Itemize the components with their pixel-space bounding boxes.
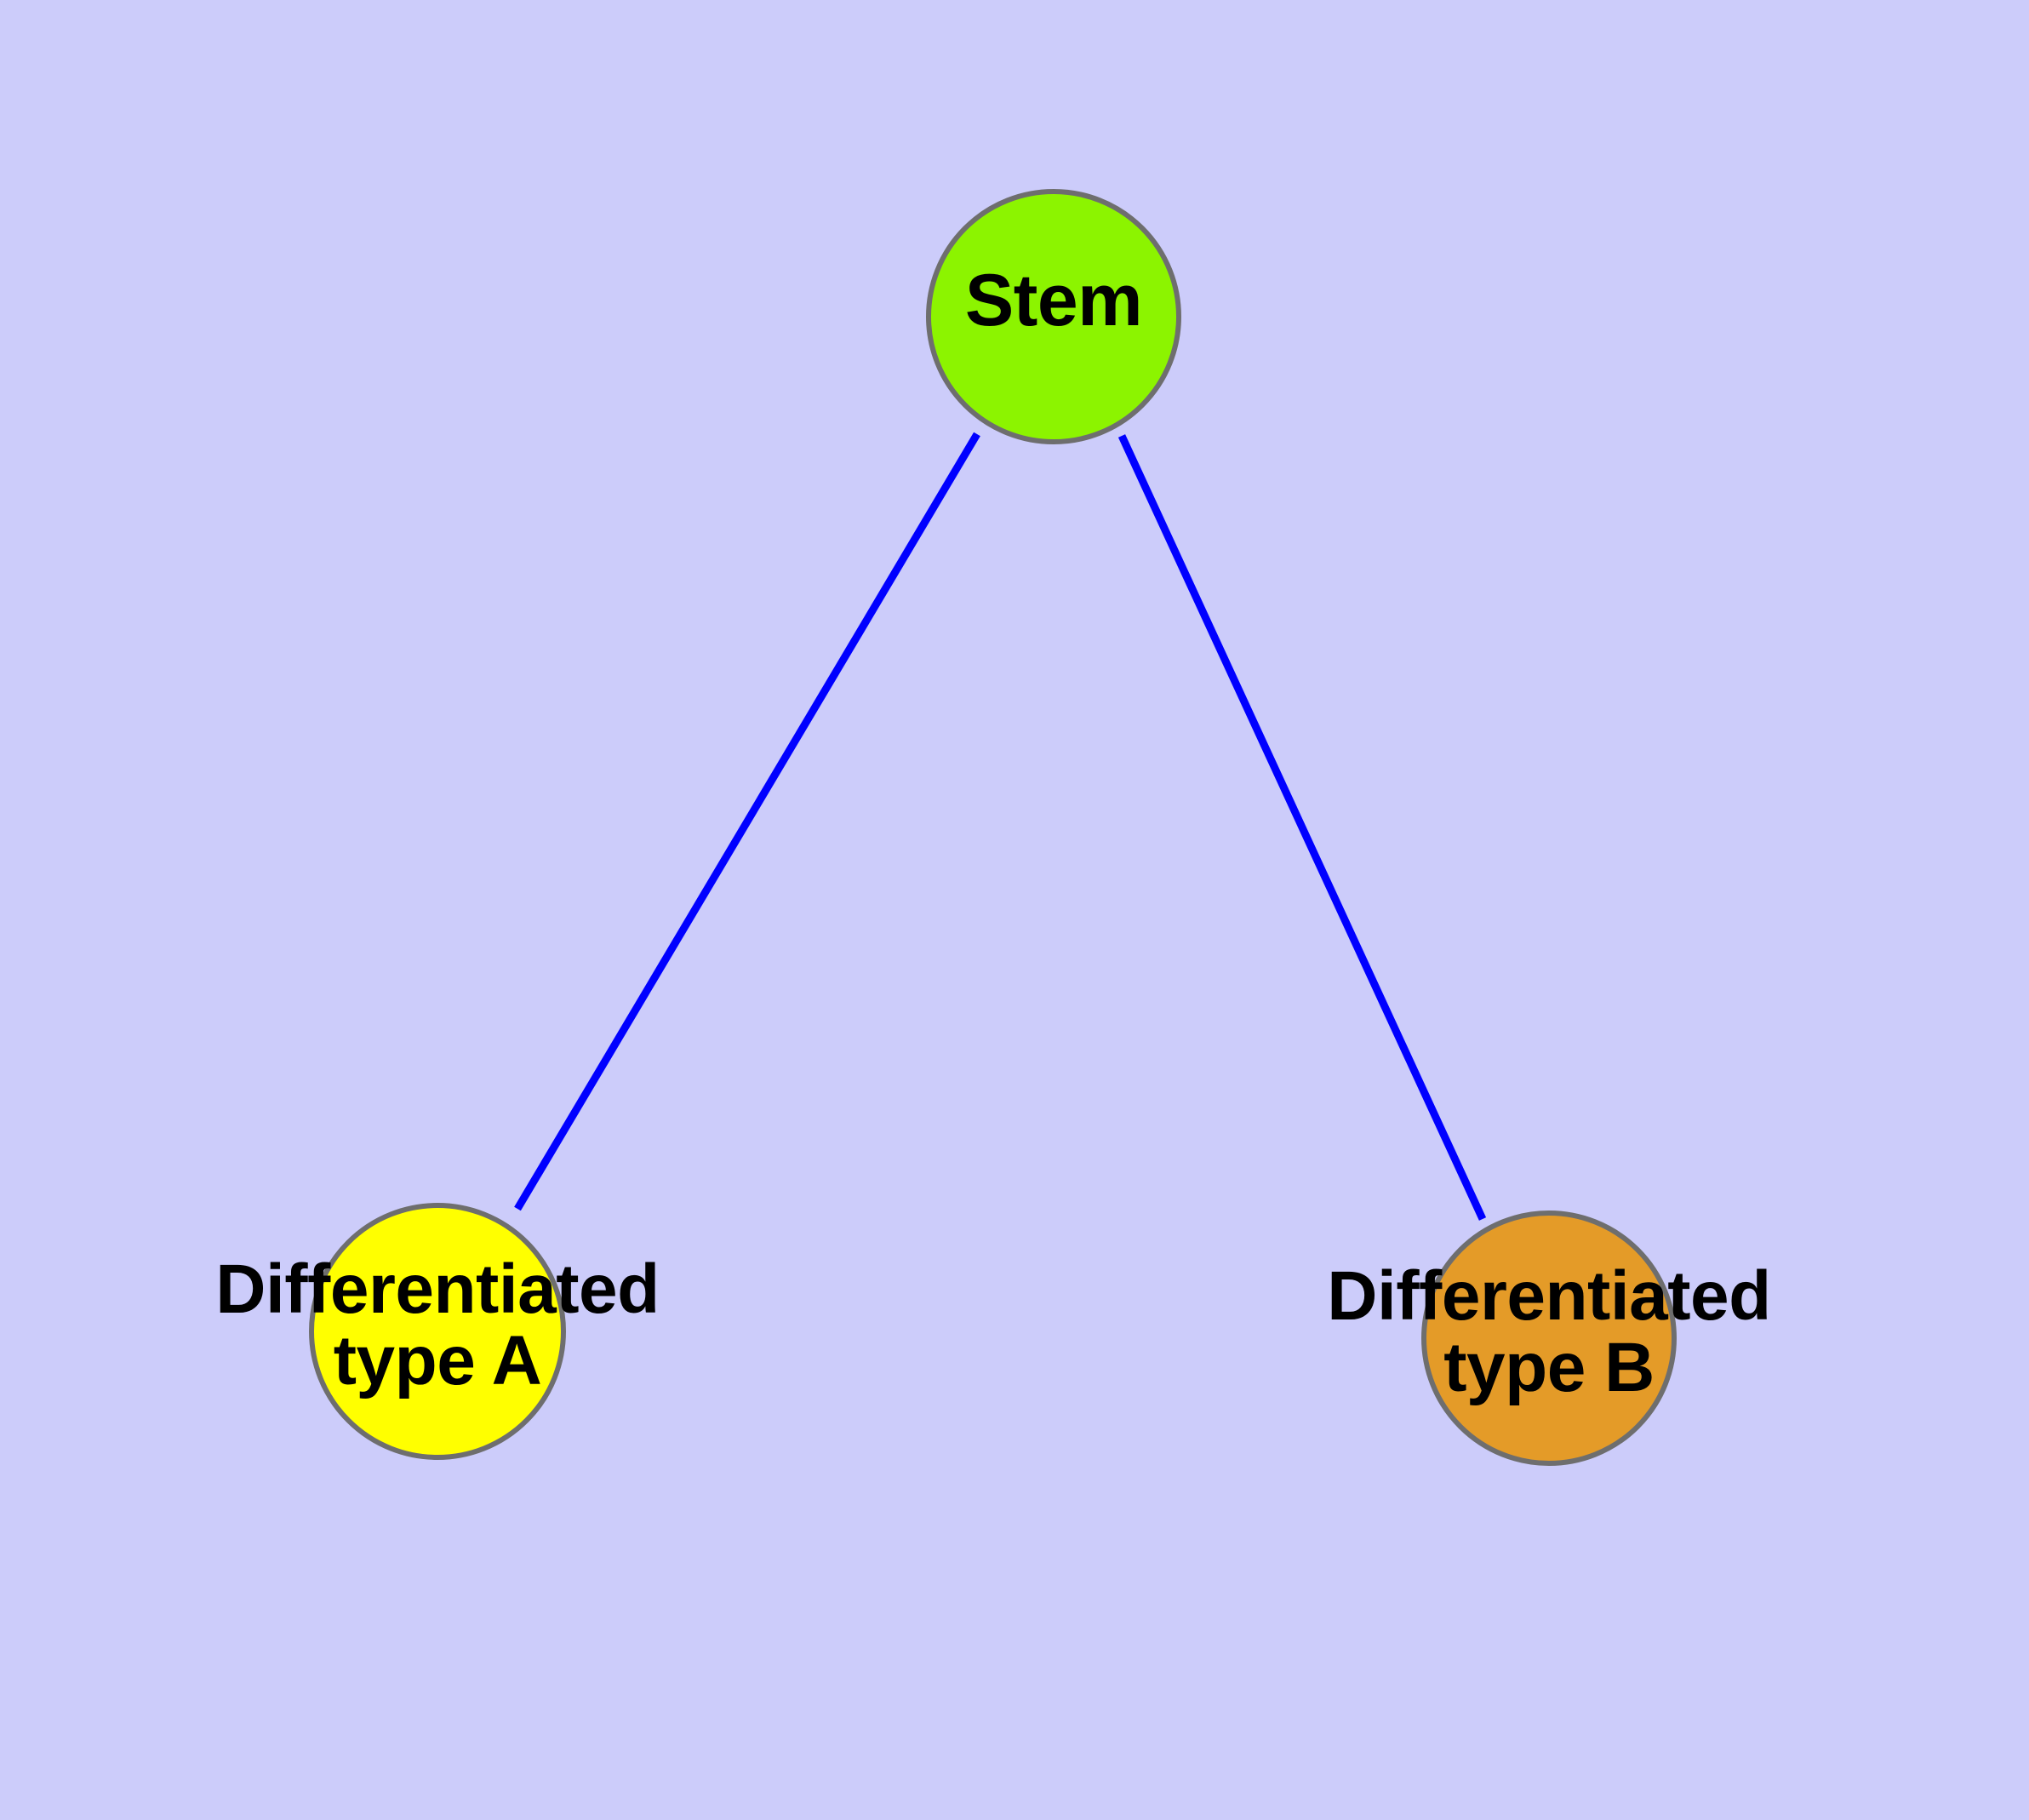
node-circle-stem[interactable] bbox=[926, 189, 1181, 444]
node-circle-diff-a[interactable] bbox=[309, 1203, 566, 1460]
edge-group bbox=[514, 432, 1487, 1221]
edge-stem-to-diff-b[interactable] bbox=[1117, 434, 1487, 1221]
edge-stem-to-diff-a[interactable] bbox=[514, 432, 980, 1211]
node-circle-diff-b[interactable] bbox=[1421, 1210, 1677, 1466]
node-group bbox=[309, 189, 1677, 1466]
